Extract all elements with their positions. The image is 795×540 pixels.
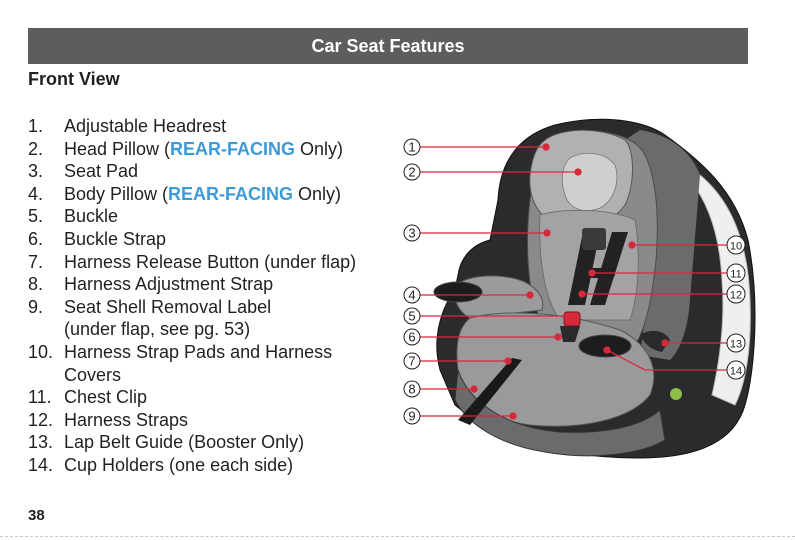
callout-6: 6 [408, 330, 415, 345]
list-item: 1. Adjustable Headrest [28, 115, 398, 138]
item-number: 10. [28, 341, 64, 364]
item-text: Head Pillow (REAR-FACING Only) [64, 138, 398, 161]
list-item: 3. Seat Pad [28, 160, 398, 183]
item-number: 8. [28, 273, 64, 296]
list-item: 5. Buckle [28, 205, 398, 228]
item-number [28, 364, 64, 387]
item-number: 14. [28, 454, 64, 477]
item-number: 4. [28, 183, 64, 206]
item-text: Harness Strap Pads and Harness [64, 341, 398, 364]
cup-holder-right [579, 335, 631, 357]
item-text: Buckle [64, 205, 398, 228]
item-text: (under flap, see pg. 53) [64, 318, 398, 341]
item-text: Seat Pad [64, 160, 398, 183]
callout-4: 4 [408, 288, 415, 303]
item-number: 6. [28, 228, 64, 251]
item-text: Buckle Strap [64, 228, 398, 251]
item-text: Adjustable Headrest [64, 115, 398, 138]
callout-2: 2 [408, 165, 415, 180]
list-item: 10. Harness Strap Pads and Harness [28, 341, 398, 364]
section-title: Front View [28, 69, 120, 90]
item-text: Body Pillow (REAR-FACING Only) [64, 183, 398, 206]
callout-9: 9 [408, 409, 415, 424]
list-item: 14. Cup Holders (one each side) [28, 454, 398, 477]
brand-badge-icon [670, 388, 682, 400]
item-text: Harness Release Button (under flap) [64, 251, 398, 274]
page-number: 38 [28, 507, 45, 524]
item-number: 11. [28, 386, 64, 409]
car-seat-illustration: 1 2 3 4 5 6 7 8 9 10 11 12 13 14 [395, 110, 765, 470]
list-item: 7. Harness Release Button (under flap) [28, 251, 398, 274]
item-number [28, 318, 64, 341]
list-item: 8. Harness Adjustment Strap [28, 273, 398, 296]
item-text: Lap Belt Guide (Booster Only) [64, 431, 398, 454]
rear-facing-label: REAR-FACING [170, 139, 295, 159]
item-text: Harness Straps [64, 409, 398, 432]
list-item: 9. Seat Shell Removal Label [28, 296, 398, 319]
list-item: 4. Body Pillow (REAR-FACING Only) [28, 183, 398, 206]
list-item: 6. Buckle Strap [28, 228, 398, 251]
item-text: Covers [64, 364, 398, 387]
callout-7: 7 [408, 354, 415, 369]
callout-13: 13 [730, 339, 742, 351]
item-number: 9. [28, 296, 64, 319]
item-number: 13. [28, 431, 64, 454]
item-number: 12. [28, 409, 64, 432]
callout-3: 3 [408, 226, 415, 241]
banner-title: Car Seat Features [311, 36, 464, 57]
callout-14: 14 [730, 366, 742, 378]
callout-12: 12 [730, 290, 742, 302]
list-item: 13. Lap Belt Guide (Booster Only) [28, 431, 398, 454]
callout-5: 5 [408, 309, 415, 324]
item-text: Harness Adjustment Strap [64, 273, 398, 296]
item-number: 1. [28, 115, 64, 138]
item-text: Seat Shell Removal Label [64, 296, 398, 319]
callout-10: 10 [730, 241, 742, 253]
list-item: 11. Chest Clip [28, 386, 398, 409]
list-item-continuation: (under flap, see pg. 53) [28, 318, 398, 341]
list-item: 12. Harness Straps [28, 409, 398, 432]
harness-strap-pad [582, 228, 606, 250]
list-item-continuation: Covers [28, 364, 398, 387]
item-text: Chest Clip [64, 386, 398, 409]
item-number: 7. [28, 251, 64, 274]
item-number: 3. [28, 160, 64, 183]
item-number: 5. [28, 205, 64, 228]
bottom-divider [0, 536, 795, 537]
feature-list: 1. Adjustable Headrest 2. Head Pillow (R… [28, 115, 398, 477]
list-item: 2. Head Pillow (REAR-FACING Only) [28, 138, 398, 161]
callout-11: 11 [730, 269, 741, 281]
callout-8: 8 [408, 382, 415, 397]
section-banner: Car Seat Features [28, 28, 748, 64]
rear-facing-label: REAR-FACING [168, 184, 293, 204]
cup-holder-left [434, 282, 482, 302]
item-number: 2. [28, 138, 64, 161]
item-text: Cup Holders (one each side) [64, 454, 398, 477]
callout-1: 1 [408, 140, 415, 155]
